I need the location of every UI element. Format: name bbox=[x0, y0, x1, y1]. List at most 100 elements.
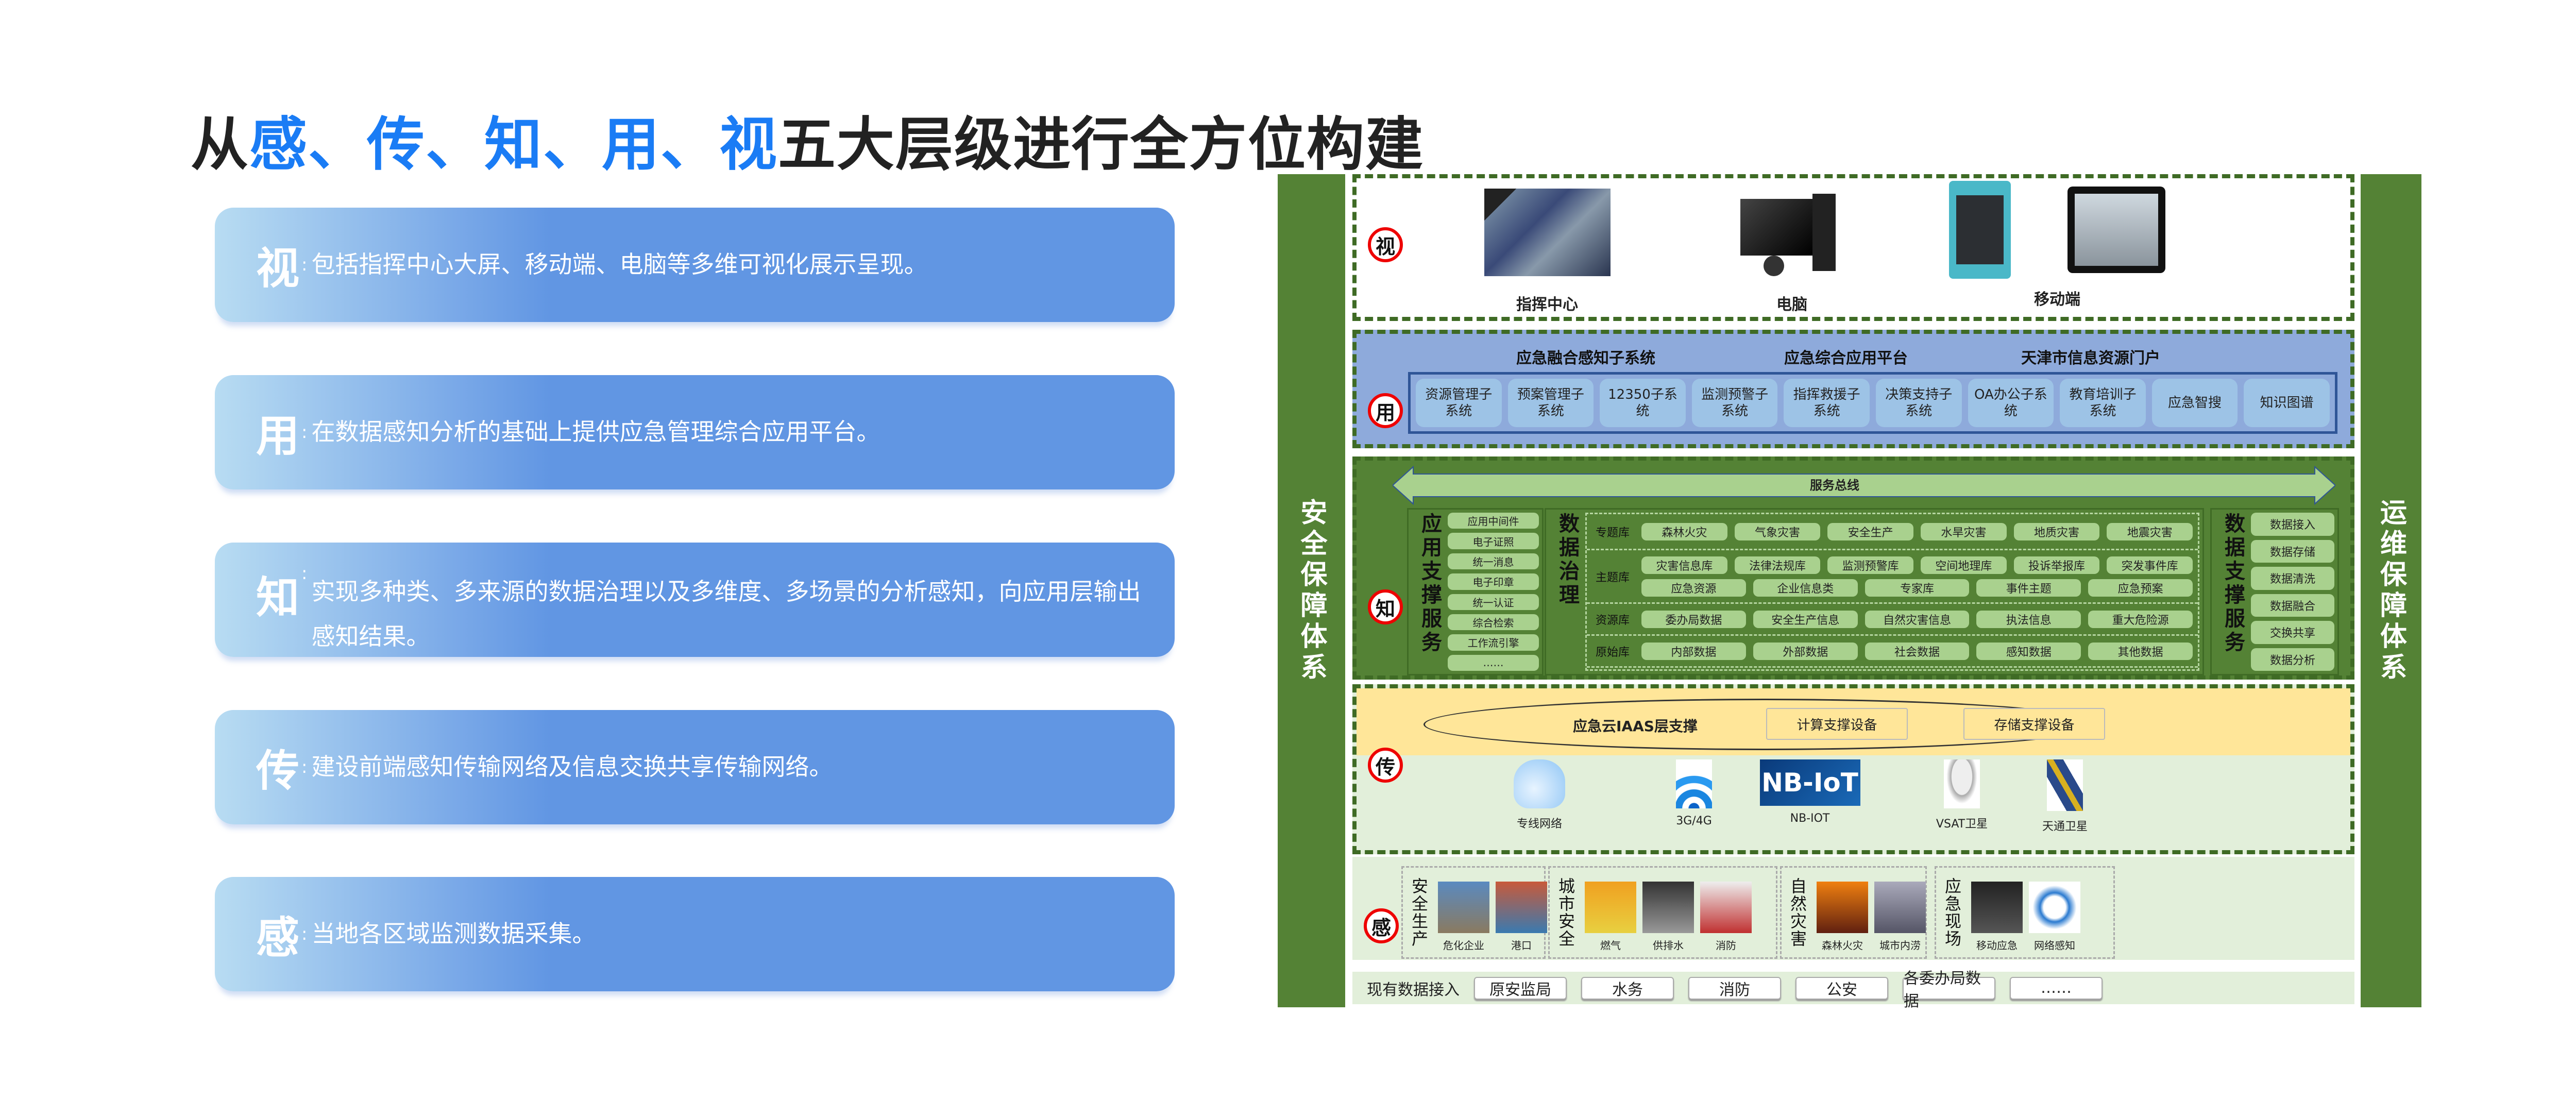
card-colon: : bbox=[301, 924, 308, 944]
device-command-center: 指挥中心 bbox=[1480, 189, 1614, 314]
network-item: 天通卫星 bbox=[2037, 759, 2093, 834]
sense-item-label: 危化企业 bbox=[1443, 939, 1484, 952]
data-governance-block: 数据治理 专题库森林火灾气象灾害安全生产水旱灾害地质灾害地震灾害主题库灾害信息库… bbox=[1545, 508, 2204, 675]
nbiot-logo: NB-IoT bbox=[1759, 759, 1860, 806]
sense-item: 危化企业 bbox=[1438, 882, 1489, 952]
use-system-box: 监测预警子系统 bbox=[1691, 379, 1778, 427]
card-key: 知 bbox=[256, 572, 300, 623]
sense-item-label: 移动应急 bbox=[1976, 939, 2018, 952]
security-system-label: 安全保障体系 bbox=[1296, 498, 1327, 684]
existing-data-label: 现有数据接入 bbox=[1367, 980, 1460, 999]
app-support-item: 电子印章 bbox=[1448, 573, 1539, 590]
library-item: 自然灾害信息 bbox=[1865, 610, 1970, 628]
card-colon: : bbox=[301, 422, 308, 443]
tiantong-satellite-icon bbox=[2047, 759, 2083, 811]
sense-group: 城市安全燃气供排水消防 bbox=[1548, 866, 1777, 959]
existing-data-row: 现有数据接入 原安监局水务消防公安各委办局数据…… bbox=[1352, 970, 2354, 1010]
app-support-items: 应用中间件电子证照统一消息电子印章统一认证综合检索工作流引擎…… bbox=[1448, 513, 1539, 671]
library-item-row: 应急资源企业信息类专家库事件主题应急预案 bbox=[1641, 579, 2193, 597]
use-badge: 用 bbox=[1368, 393, 1403, 428]
sense-item: 供排水 bbox=[1642, 882, 1694, 952]
app-support-item: 电子证照 bbox=[1448, 533, 1539, 549]
library-label: 原始库 bbox=[1595, 646, 1630, 659]
library-items: 委办局数据安全生产信息自然灾害信息执法信息重大危险源 bbox=[1641, 610, 2193, 628]
library-item: 地质灾害 bbox=[2013, 522, 2100, 540]
sense-item: 移动应急 bbox=[1971, 882, 2023, 952]
library-item: 灾害信息库 bbox=[1641, 556, 1727, 574]
library-item: 气象灾害 bbox=[1734, 522, 1821, 540]
library-item: 社会数据 bbox=[1865, 642, 1970, 660]
app-support-item: 应用中间件 bbox=[1448, 513, 1539, 529]
know-layer: 知 服务总线 应用支撑服务 应用中间件电子证照统一消息电子印章统一认证综合检索工… bbox=[1352, 456, 2354, 680]
sense-item-label: 森林火灾 bbox=[1822, 939, 1863, 952]
card-colon: : bbox=[301, 563, 308, 584]
ops-system-bar: 运维保障体系 bbox=[2361, 174, 2421, 1007]
storage-equipment-box: 存储支撑设备 bbox=[1963, 708, 2105, 740]
library-item: 感知数据 bbox=[1976, 642, 2081, 660]
command-center-screen-icon bbox=[1484, 189, 1611, 276]
library-item: 应急预案 bbox=[2088, 579, 2193, 597]
title-sep: 、 bbox=[308, 111, 367, 178]
service-bus-arrow bbox=[1393, 465, 2335, 505]
sense-photo-icon bbox=[1496, 882, 1547, 933]
device-computer: 电脑 bbox=[1727, 189, 1856, 314]
title-text: 从 bbox=[191, 111, 249, 178]
card-text: 包括指挥中心大屏、移动端、电脑等多维可视化展示呈现。 bbox=[311, 250, 928, 279]
page-title: 从感、传、知、用、视五大层级进行全方位构建 bbox=[191, 98, 1424, 181]
data-support-item: 数据融合 bbox=[2251, 594, 2334, 617]
sense-photo-icon bbox=[1874, 882, 1926, 933]
use-system-box: 决策支持子系统 bbox=[1875, 379, 1962, 427]
wireless-3g4g-icon bbox=[1676, 759, 1712, 808]
card-key: 视 bbox=[256, 243, 300, 294]
sense-group-title: 安全生产 bbox=[1409, 877, 1429, 948]
library-label: 主题库 bbox=[1595, 571, 1630, 584]
data-support-items: 数据接入数据存储数据清洗数据融合交换共享数据分析 bbox=[2251, 513, 2334, 671]
data-support-item: 数据存储 bbox=[2251, 539, 2334, 563]
device-label: 电脑 bbox=[1776, 296, 1807, 314]
use-system-box: 教育培训子系统 bbox=[2060, 379, 2146, 427]
library-item: 专家库 bbox=[1865, 579, 1970, 597]
library-item: 水旱灾害 bbox=[1921, 522, 2007, 540]
network-item: 3G/4G bbox=[1666, 759, 1722, 827]
sense-group: 安全生产危化企业港口 bbox=[1401, 866, 1547, 959]
title-keyword: 感 bbox=[249, 111, 308, 178]
layer-card: 知:实现多种类、多来源的数据治理以及多维度、多场景的分析感知，向应用层输出感知结… bbox=[215, 543, 1175, 657]
sense-group: 应急现场移动应急网络感知 bbox=[1935, 866, 2115, 959]
library-items: 森林火灾气象灾害安全生产水旱灾害地质灾害地震灾害 bbox=[1641, 522, 2193, 540]
title-keyword: 用 bbox=[602, 111, 660, 178]
existing-data-source: …… bbox=[2010, 976, 2103, 1000]
sense-item: 森林火灾 bbox=[1817, 882, 1868, 952]
card-text: 建设前端感知传输网络及信息交换共享传输网络。 bbox=[311, 753, 833, 781]
library-item-row: 内部数据外部数据社会数据感知数据其他数据 bbox=[1641, 642, 2193, 660]
sense-photo-icon bbox=[1642, 882, 1694, 933]
use-system-box: 预案管理子系统 bbox=[1507, 379, 1594, 427]
sense-item-label: 消防 bbox=[1716, 939, 1736, 952]
library-item: 重大危险源 bbox=[2088, 610, 2193, 628]
sense-item: 消防 bbox=[1700, 882, 1752, 952]
know-badge: 知 bbox=[1368, 589, 1403, 624]
sense-photo-icon bbox=[1700, 882, 1752, 933]
library-item: 空间地理库 bbox=[1921, 556, 2007, 574]
compute-equipment-box: 计算支撑设备 bbox=[1766, 708, 1908, 740]
layer-card: 视:包括指挥中心大屏、移动端、电脑等多维可视化展示呈现。 bbox=[215, 208, 1175, 322]
view-badge: 视 bbox=[1368, 227, 1403, 262]
card-text: 实现多种类、多来源的数据治理以及多维度、多场景的分析感知，向应用层输出感知结果。 bbox=[311, 578, 1141, 651]
existing-data-source: 消防 bbox=[1688, 976, 1781, 1000]
use-system-box: 指挥救援子系统 bbox=[1784, 379, 1870, 427]
library-item: 地震灾害 bbox=[2107, 522, 2193, 540]
sense-group-title: 城市安全 bbox=[1556, 877, 1575, 948]
library-item: 森林火灾 bbox=[1641, 522, 1727, 540]
library-item: 应急资源 bbox=[1641, 579, 1746, 597]
sense-group-title: 应急现场 bbox=[1942, 877, 1962, 948]
app-support-item: …… bbox=[1448, 654, 1539, 671]
device-label: 指挥中心 bbox=[1516, 296, 1578, 314]
device-mobile: 移动端 bbox=[1949, 178, 2165, 309]
layer-card: 用:在数据感知分析的基础上提供应急管理综合应用平台。 bbox=[215, 375, 1175, 489]
sense-photo-icon bbox=[1817, 882, 1868, 933]
data-support-title: 数据支撑服务 bbox=[2221, 513, 2245, 655]
use-headers: 应急融合感知子系统 应急综合应用平台 天津市信息资源门户 bbox=[1423, 345, 2341, 368]
card-text: 当地各区域监测数据采集。 bbox=[311, 920, 596, 948]
